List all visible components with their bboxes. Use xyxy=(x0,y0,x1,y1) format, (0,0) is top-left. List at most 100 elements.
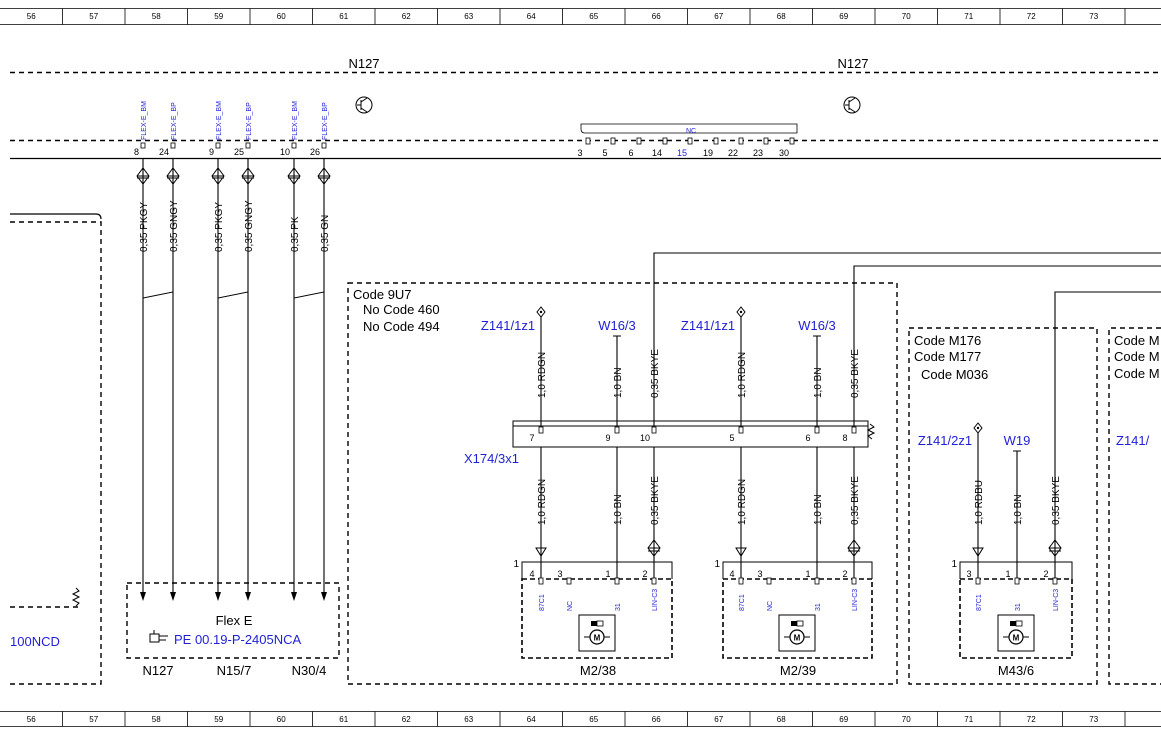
plug-icon xyxy=(211,167,225,185)
code-right-line3: Code M xyxy=(1114,366,1160,381)
grid-number: 64 xyxy=(527,715,536,724)
connector-x174 xyxy=(512,420,869,448)
grid-number: 70 xyxy=(902,12,911,21)
grid-number: 62 xyxy=(402,12,411,21)
ground-ref-right[interactable]: Z141/ xyxy=(1116,433,1150,448)
arrow-icon xyxy=(735,547,747,557)
flex-pin-number: 10 xyxy=(280,147,290,157)
flex-pin-name: FLEX-E_BM xyxy=(292,101,299,140)
motor-pin-number: 1 xyxy=(605,569,610,579)
motor-connector-shell xyxy=(959,561,1073,579)
lower-wire-label: 0,35 BKYE xyxy=(650,476,661,525)
motor-pin-number: 2 xyxy=(1043,569,1048,579)
left-module-wire xyxy=(10,213,102,220)
upper-wire-label: 1,0 RDGN xyxy=(537,352,548,398)
pin-socket xyxy=(610,137,616,145)
connector-pin-number: 8 xyxy=(842,433,847,443)
plug-icon xyxy=(166,167,180,185)
resistor-icon xyxy=(71,587,81,607)
pin-socket xyxy=(713,137,719,145)
arrow-icon xyxy=(291,592,297,601)
motor-pin xyxy=(975,577,981,585)
lower-wire-label: 0,35 BKYE xyxy=(850,476,861,525)
motor-icon: M xyxy=(594,634,601,643)
grid-number: 65 xyxy=(589,12,598,21)
motor-pin xyxy=(651,577,657,585)
flex-pin-name: FLEX-E_BM xyxy=(141,101,148,140)
flex-wire-label: 0,35 PK xyxy=(290,216,301,252)
ground-ref-w16-3[interactable]: W16/3 xyxy=(798,318,836,333)
grid-number: 65 xyxy=(589,715,598,724)
motor-pin-number: 1 xyxy=(805,569,810,579)
flex-wire-label: 0,35 PKGY xyxy=(139,202,150,252)
motor-pin-number: 3 xyxy=(557,569,562,579)
motor-icon xyxy=(591,621,597,626)
grid-number: 66 xyxy=(652,715,661,724)
plug-icon xyxy=(136,167,150,185)
resistor-icon xyxy=(866,423,876,440)
upper-wire-label: 0,35 BKYE xyxy=(650,349,661,398)
motor-pin-number: 3 xyxy=(757,569,762,579)
connector-pin-number: 10 xyxy=(640,433,650,443)
grid-number: 60 xyxy=(277,715,286,724)
motor-pin-function: LIN-C3 xyxy=(652,589,659,611)
code-m176-line2: Code M177 xyxy=(914,349,981,364)
connector-pin-number: 5 xyxy=(729,433,734,443)
grid-number: 69 xyxy=(839,715,848,724)
grid-number: 70 xyxy=(902,715,911,724)
nc-pin-number: 6 xyxy=(628,148,633,158)
ground-ref-w16-3[interactable]: W16/3 xyxy=(598,318,636,333)
flex-e-ref-link[interactable]: PE 00.19-P-2405NCA xyxy=(174,632,302,647)
motor-icon xyxy=(791,621,797,626)
grid-number: 67 xyxy=(714,715,723,724)
grid-number: 61 xyxy=(339,715,348,724)
motor-pin-function: 31 xyxy=(815,603,822,611)
connector-name[interactable]: X174/3x1 xyxy=(464,451,519,466)
motor-icon xyxy=(796,620,804,627)
arrow-icon xyxy=(535,547,547,557)
connector-pin xyxy=(614,426,620,434)
plug-icon xyxy=(1048,539,1062,557)
motor-box xyxy=(722,578,873,659)
flex-wire-label: 0,35 GNGY xyxy=(169,200,180,252)
motor-pin-number: 3 xyxy=(966,569,971,579)
m43-wire-label: 1,0 RDBU xyxy=(974,480,985,525)
flex-wire-label: 0,35 PKGY xyxy=(214,202,225,252)
motor-pin-function: 87C1 xyxy=(539,594,546,611)
motor-icon xyxy=(596,620,604,627)
flex-pin-name: FLEX-E_BM xyxy=(216,101,223,140)
motor-pin xyxy=(538,577,544,585)
code-9u7-line1: Code 9U7 xyxy=(353,287,412,302)
plug-icon xyxy=(241,167,255,185)
ground-point-icon xyxy=(539,310,543,314)
m43-wire-label: 0,35 BKYE xyxy=(1051,476,1062,525)
motor-icon xyxy=(997,614,1035,652)
motor-marker: 1 xyxy=(951,559,957,570)
ground-ref-w19[interactable]: W19 xyxy=(1004,433,1031,448)
nc-pin-number: 23 xyxy=(753,148,763,158)
ground-ref-z141-2z1[interactable]: Z141/2z1 xyxy=(918,433,972,448)
motor-pin xyxy=(566,577,572,585)
code-right-line2: Code M xyxy=(1114,349,1160,364)
motor-pin xyxy=(814,577,820,585)
bottom-label-n127: N127 xyxy=(142,663,173,678)
flex-pin-name: FLEX-E_BP xyxy=(171,102,178,140)
ground-point-icon xyxy=(976,426,980,430)
code-m176-line3: Code M036 xyxy=(921,367,988,382)
code-right-box xyxy=(1108,327,1161,685)
connector-pin xyxy=(814,426,820,434)
pin-socket xyxy=(636,137,642,145)
motor-icon xyxy=(1015,620,1023,627)
motor-pin-number: 4 xyxy=(729,569,734,579)
ground-ref-z141-1z1[interactable]: Z141/1z1 xyxy=(481,318,535,333)
twisted-pair-marker xyxy=(142,288,174,302)
motor-label: M2/38 xyxy=(580,663,616,678)
motor-marker: 1 xyxy=(714,559,720,570)
code-9u7-line3: No Code 494 xyxy=(363,319,440,334)
motor-icon: M xyxy=(794,634,801,643)
ground-ref-z141-1z1[interactable]: Z141/1z1 xyxy=(681,318,735,333)
connector-pin xyxy=(738,426,744,434)
flex-e-title: Flex E xyxy=(216,613,253,628)
code-9u7-box xyxy=(347,282,898,685)
